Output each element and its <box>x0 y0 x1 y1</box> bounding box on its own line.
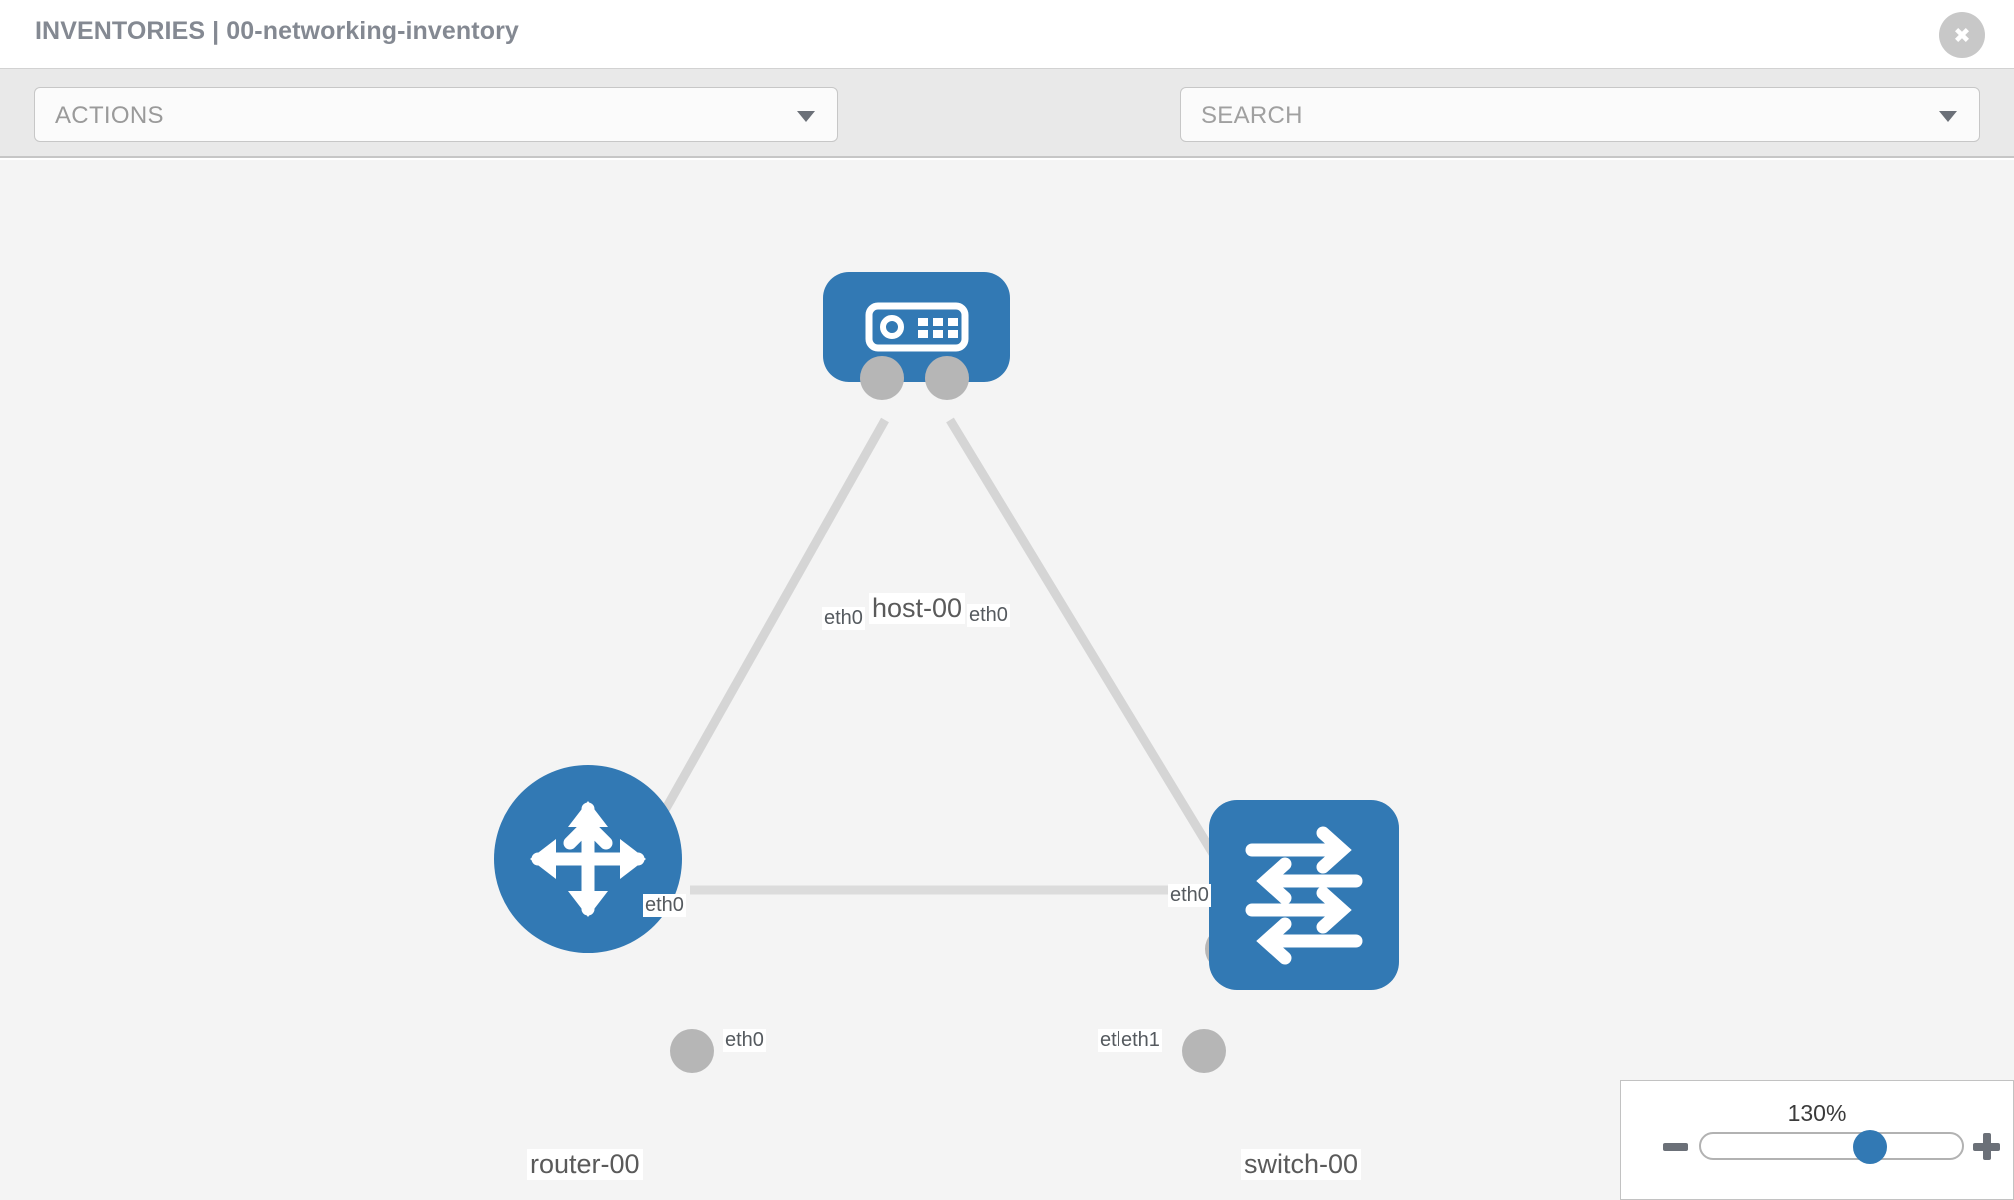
toolbar: ACTIONS SEARCH <box>0 68 2014 197</box>
close-icon[interactable] <box>1939 12 1985 58</box>
plus-icon[interactable] <box>1973 1133 2000 1160</box>
zoom-control-panel: 130% <box>1620 1080 2014 1200</box>
socket-host-left[interactable] <box>860 356 904 400</box>
page-title: INVENTORIES | 00-networking-inventory <box>35 17 519 45</box>
router-node-shape[interactable] <box>494 765 682 953</box>
zoom-slider-track[interactable] <box>1699 1132 1964 1160</box>
switch-node-shape[interactable] <box>1209 800 1399 990</box>
if-label-host-left: eth0 <box>822 607 865 630</box>
node-label-router-00: router-00 <box>527 1149 643 1180</box>
if-label-router-right: eth0 <box>723 1029 766 1052</box>
actions-dropdown-label: ACTIONS <box>55 102 164 129</box>
node-label-switch-00: switch-00 <box>1241 1149 1362 1180</box>
actions-dropdown[interactable]: ACTIONS <box>34 87 838 142</box>
close-x-glyph <box>1955 28 1969 42</box>
chevron-down-icon[interactable] <box>1939 111 1957 122</box>
minus-icon[interactable] <box>1663 1143 1688 1151</box>
if-label-host-right: eth0 <box>967 604 1010 627</box>
if-label-router-up: eth0 <box>643 894 686 917</box>
page-header: INVENTORIES | 00-networking-inventory <box>0 0 2014 68</box>
zoom-slider-thumb[interactable] <box>1853 1130 1887 1164</box>
edge-host-switch <box>946 417 1239 893</box>
search-input[interactable]: SEARCH <box>1180 87 1980 142</box>
server-icon <box>865 302 969 352</box>
if-label-switch-left: eth1 <box>1119 1029 1162 1052</box>
host-node-shape[interactable] <box>823 272 1010 382</box>
search-placeholder: SEARCH <box>1201 102 1303 129</box>
socket-router-right[interactable] <box>670 1029 714 1073</box>
zoom-level-value: 130% <box>1787 1100 1847 1126</box>
socket-host-right[interactable] <box>925 356 969 400</box>
if-label-switch-up: eth0 <box>1168 884 1211 907</box>
chevron-down-icon <box>797 111 815 122</box>
topology-canvas[interactable]: eth0 eth0 host-00 <box>0 160 2014 1200</box>
socket-switch-left[interactable] <box>1182 1029 1226 1073</box>
router-icon <box>530 801 646 917</box>
switch-icon <box>1245 826 1363 965</box>
node-label-host-00: host-00 <box>869 593 966 624</box>
